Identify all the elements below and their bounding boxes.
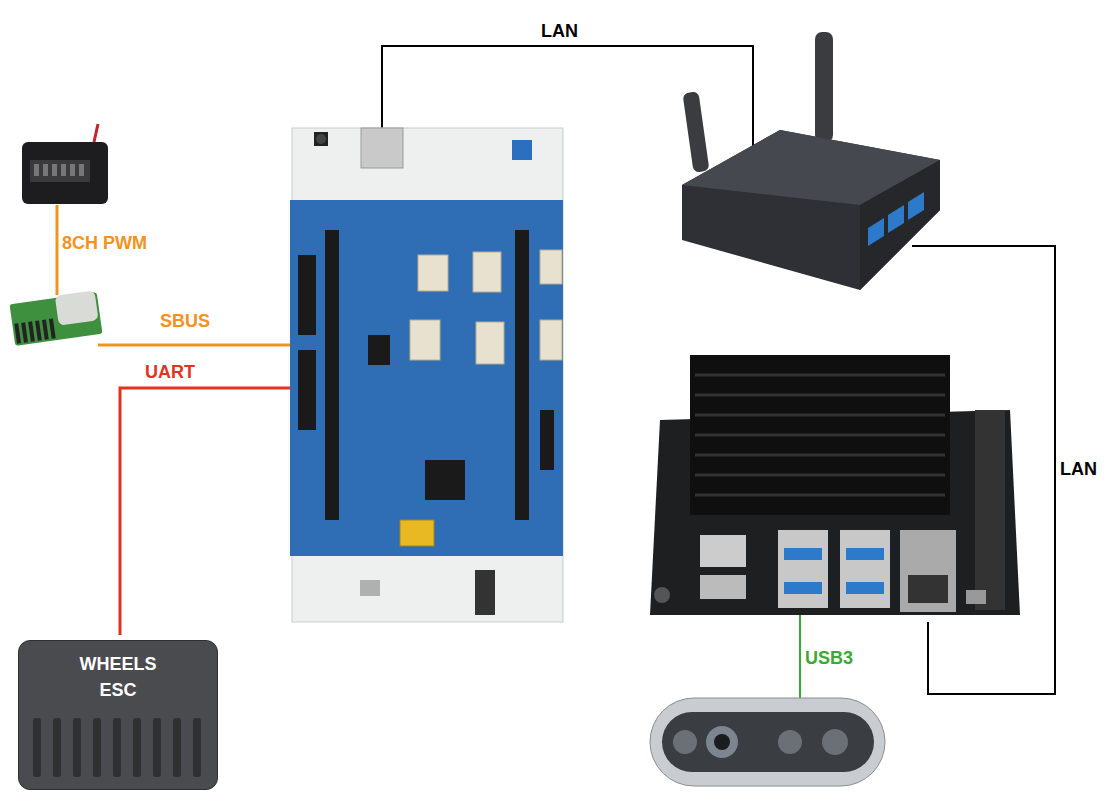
sbus-converter bbox=[10, 290, 103, 346]
esc-box: WHEELS ESC bbox=[18, 640, 218, 790]
node-label: WHEELS ESC bbox=[68, 651, 168, 703]
pwm-wire bbox=[56, 205, 59, 295]
wire-label: USB3 bbox=[803, 648, 855, 668]
wire-label: 8CH PWM bbox=[60, 233, 149, 253]
wire-label: SBUS bbox=[158, 311, 212, 331]
router bbox=[682, 32, 940, 290]
rc-receiver bbox=[22, 124, 108, 204]
wire-label: LAN bbox=[1058, 459, 1099, 479]
wire-label: LAN bbox=[539, 21, 580, 41]
jetson-board bbox=[650, 355, 1020, 615]
controller-board bbox=[290, 128, 563, 622]
usb-wire bbox=[799, 615, 801, 702]
wire-label: UART bbox=[143, 362, 197, 382]
depth-camera bbox=[650, 698, 885, 786]
